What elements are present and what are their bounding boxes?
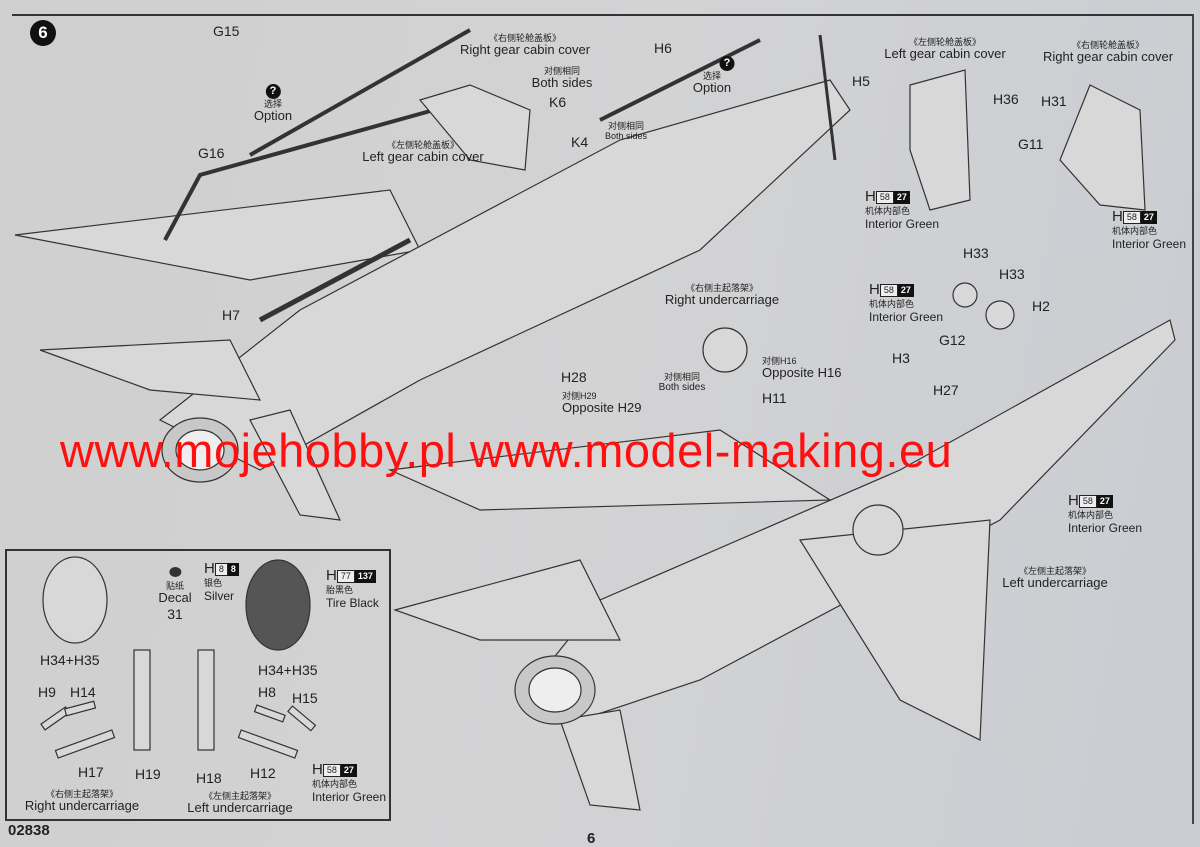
strut-h19 bbox=[133, 649, 151, 751]
label-inset-left-undercarriage: 《左侧主起落架》Left undercarriage bbox=[187, 791, 293, 816]
option-icon: ? bbox=[719, 56, 735, 71]
part-h5 bbox=[818, 34, 837, 161]
option-en: Option bbox=[253, 108, 293, 124]
label-h5: H5 bbox=[852, 73, 870, 89]
label-left-gear-cabin-cover-2: 《左侧轮舱盖板》Left gear cabin cover bbox=[884, 37, 1006, 62]
option-icon: ? bbox=[265, 84, 281, 99]
label-h11: H11 bbox=[762, 390, 787, 406]
part-h15 bbox=[287, 705, 317, 732]
kit-number: 02838 bbox=[8, 822, 50, 839]
wheel-lower bbox=[852, 504, 904, 556]
wheel-upper bbox=[702, 327, 748, 373]
page-frame bbox=[12, 14, 1194, 824]
label-h9: H9 bbox=[38, 684, 56, 700]
left-gear-cabin bbox=[909, 69, 971, 211]
inset-wheel-right bbox=[42, 556, 108, 644]
label-h34-h35-right: H34+H35 bbox=[40, 652, 100, 668]
label-h6: H6 bbox=[654, 40, 672, 56]
label-h18: H18 bbox=[196, 770, 222, 786]
gear-cabin-cover bbox=[418, 84, 531, 171]
lower-fin bbox=[559, 709, 641, 811]
label-inset-right-undercarriage: 《右侧主起落架》Right undercarriage bbox=[24, 789, 140, 814]
label-g12: G12 bbox=[939, 332, 966, 348]
label-right-undercarriage: 《右侧主起落架》Right undercarriage bbox=[664, 283, 780, 308]
upper-exhaust-inner bbox=[175, 429, 225, 471]
upper-tailplane bbox=[39, 339, 262, 401]
label-left-gear-cabin-cover: 《左侧轮舱盖板》Left gear cabin cover bbox=[362, 140, 484, 165]
lower-exhaust-inner bbox=[528, 667, 582, 713]
option-cn: 选择 bbox=[702, 71, 721, 81]
label-h14: H14 bbox=[70, 684, 96, 700]
lower-right-wing bbox=[798, 519, 991, 741]
label-h19: H19 bbox=[135, 766, 161, 782]
inset-wheel-left bbox=[245, 559, 311, 651]
label-g15: G15 bbox=[213, 23, 240, 39]
lower-tailplane bbox=[392, 559, 621, 641]
decal-icon bbox=[169, 567, 181, 577]
label-h17: H17 bbox=[78, 764, 104, 780]
part-h8 bbox=[253, 704, 286, 723]
label-h15: H15 bbox=[292, 690, 318, 706]
part-h12 bbox=[237, 729, 299, 759]
part-h7 bbox=[258, 237, 412, 323]
wheel-h33b bbox=[985, 300, 1015, 330]
label-k6: K6 bbox=[549, 94, 567, 110]
upper-fin bbox=[249, 409, 341, 521]
part-h6 bbox=[599, 38, 761, 122]
lower-fuselage bbox=[518, 319, 1176, 721]
undercarriage-inset bbox=[5, 549, 391, 821]
part-h17 bbox=[54, 729, 116, 759]
part-g15-g16 bbox=[163, 28, 471, 241]
upper-fuselage bbox=[158, 79, 851, 471]
option-note: ? 选择 Option bbox=[254, 83, 292, 124]
lower-left-wing bbox=[387, 429, 832, 511]
label-h34-h35-left: H34+H35 bbox=[258, 662, 318, 678]
label-h27: H27 bbox=[933, 382, 959, 398]
label-h31: H31 bbox=[1041, 93, 1067, 109]
label-h33-a: H33 bbox=[963, 245, 989, 261]
option-cn: 选择 bbox=[263, 99, 282, 109]
label-h2: H2 bbox=[1032, 298, 1050, 314]
label-k4: K4 bbox=[571, 134, 589, 150]
page-number: 6 bbox=[587, 830, 596, 847]
label-h3: H3 bbox=[892, 350, 910, 366]
part-h14 bbox=[63, 700, 97, 717]
label-left-undercarriage: 《左侧主起落架》Left undercarriage bbox=[1002, 566, 1108, 591]
label-h36: H36 bbox=[993, 91, 1019, 107]
label-h7: H7 bbox=[222, 307, 240, 323]
step-number-badge: 6 bbox=[30, 20, 56, 46]
right-gear-cabin bbox=[1059, 84, 1146, 211]
watermark: www.mojehobby.pl www.model-making.eu bbox=[60, 424, 953, 477]
wheel-h33 bbox=[952, 282, 978, 308]
option-en: Option bbox=[692, 80, 732, 96]
label-h28: H28 bbox=[561, 369, 587, 385]
strut-h18 bbox=[197, 649, 215, 751]
label-right-gear-cabin-cover-2: 《右侧轮舱盖板》Right gear cabin cover bbox=[1042, 40, 1174, 65]
label-h33-b: H33 bbox=[999, 266, 1025, 282]
label-h12: H12 bbox=[250, 765, 276, 781]
label-right-gear-cabin-cover: 《右侧轮舱盖板》Right gear cabin cover bbox=[459, 33, 591, 58]
label-g11: G11 bbox=[1018, 136, 1044, 152]
label-h8: H8 bbox=[258, 684, 276, 700]
option-note-h6: ? 选择 Option bbox=[690, 55, 735, 96]
label-g16: G16 bbox=[198, 145, 225, 161]
